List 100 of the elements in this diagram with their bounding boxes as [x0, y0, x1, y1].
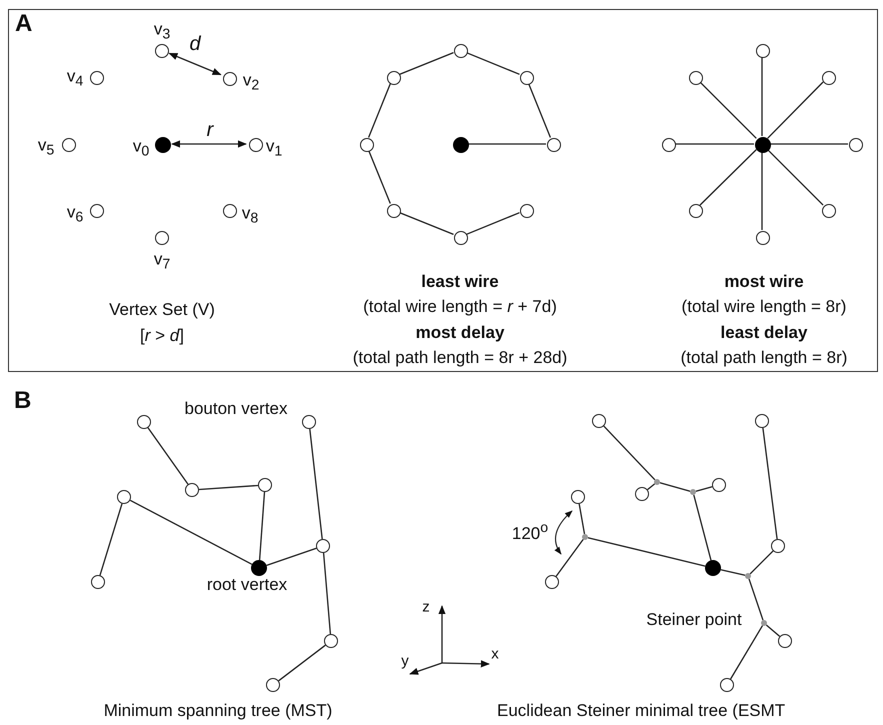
vertex-circle — [90, 204, 104, 218]
vertex-circle — [520, 204, 534, 218]
wire-line — [748, 578, 764, 620]
vertex-circle — [756, 231, 770, 245]
wire-line — [660, 482, 690, 492]
vertex-circle — [547, 138, 561, 152]
wire-line — [399, 212, 454, 235]
vertex-circle — [778, 634, 792, 648]
wire-line — [700, 149, 757, 206]
wire-line — [99, 504, 123, 576]
wire-line — [278, 644, 326, 682]
axis-label: x — [491, 644, 499, 664]
caption: most wire — [724, 272, 804, 292]
wire-line — [603, 426, 656, 480]
panel-letter: B — [14, 387, 32, 415]
axis-label: z — [422, 598, 430, 616]
vertex-circle — [689, 71, 703, 85]
wire-line — [466, 212, 520, 235]
vertex-label: v$_{0}$ — [132, 136, 150, 162]
caption: Vertex Set (V) — [109, 300, 215, 320]
wire-line — [693, 494, 712, 560]
vertex-circle — [454, 44, 468, 58]
vertex-circle — [258, 478, 272, 492]
angle-label: 120$^{o}$ — [512, 519, 548, 544]
vertex-circle — [712, 478, 726, 492]
wire-line — [767, 149, 824, 206]
vertex-circle — [755, 414, 769, 428]
vertex-circle — [720, 678, 734, 692]
vertex-circle — [635, 487, 649, 501]
vertex-circle — [545, 575, 559, 589]
wire-line — [675, 143, 754, 145]
caption: least delay — [720, 323, 808, 343]
vertex-label: v$_{2}$ — [242, 70, 260, 96]
vertex-circle — [90, 71, 104, 85]
vertex-circle — [249, 138, 263, 152]
wire-line — [266, 548, 317, 566]
wire-line — [147, 427, 189, 485]
wire-line — [368, 83, 391, 138]
caption: (total wire length = r + 7d) — [363, 297, 557, 317]
vertex-circle — [571, 490, 585, 504]
wire-line — [647, 483, 656, 490]
vertex-label: v$_{7}$ — [154, 249, 170, 275]
vertex-circle — [771, 539, 785, 553]
vertex-circle — [117, 490, 131, 504]
root-vertex-dot — [705, 560, 721, 576]
wire-line — [309, 428, 323, 540]
vertex-circle — [822, 204, 836, 218]
vertex-circle — [849, 138, 863, 152]
root-vertex-dot — [251, 560, 267, 576]
vertex-circle — [302, 415, 316, 429]
wire-line — [528, 83, 551, 138]
wire-line — [578, 504, 586, 534]
root-vertex-dot — [453, 137, 469, 153]
vertex-circle — [689, 204, 703, 218]
caption: least wire — [421, 272, 499, 292]
wire-line — [696, 486, 712, 492]
wire-line — [466, 52, 520, 75]
caption: (total path length = 8r) — [680, 348, 848, 368]
vertex-circle — [520, 71, 534, 85]
wire-line — [258, 492, 266, 560]
root-vertex-dot — [755, 137, 771, 153]
vertex-circle — [266, 678, 280, 692]
wire-line — [761, 152, 763, 230]
wire-line — [130, 500, 252, 565]
vertex-circle — [137, 415, 151, 429]
root-vertex-dot — [155, 137, 171, 153]
wire-line — [468, 143, 546, 145]
vertex-circle — [454, 231, 468, 245]
vertex-circle — [822, 71, 836, 85]
wire-line — [770, 143, 848, 145]
wire-line — [198, 484, 258, 490]
wire-line — [767, 82, 824, 139]
steiner-point-dot — [745, 573, 751, 579]
vertex-circle — [185, 483, 199, 497]
wire-line — [750, 550, 774, 574]
vertex-label: v$_{4}$ — [66, 66, 84, 92]
wire-line — [730, 625, 764, 680]
wire-line — [368, 150, 391, 204]
vertex-circle — [223, 72, 237, 86]
axis-label: y — [401, 652, 409, 670]
caption: Minimum spanning tree (MST) — [104, 701, 332, 721]
vertex-circle — [756, 44, 770, 58]
vertex-circle — [155, 44, 169, 58]
wire-line — [699, 81, 757, 139]
vertex-circle — [155, 231, 169, 245]
wire-line — [766, 624, 780, 637]
vertex-circle — [223, 204, 237, 218]
caption: most delay — [416, 323, 504, 343]
caption: (total wire length = 8r) — [682, 297, 846, 317]
wire-line — [556, 539, 584, 577]
caption: (total path length = 8r + 28d) — [352, 348, 568, 368]
vertex-circle — [387, 204, 401, 218]
distance-arrow — [168, 52, 222, 76]
vertex-circle — [387, 71, 401, 85]
vertex-circle — [662, 138, 676, 152]
caption: Euclidean Steiner minimal tree (ESMT — [497, 701, 786, 721]
steiner-point-dot — [761, 620, 767, 626]
wire-line — [761, 57, 763, 136]
vertex-label: root vertex — [206, 575, 288, 595]
vertex-label: bouton vertex — [184, 399, 288, 419]
